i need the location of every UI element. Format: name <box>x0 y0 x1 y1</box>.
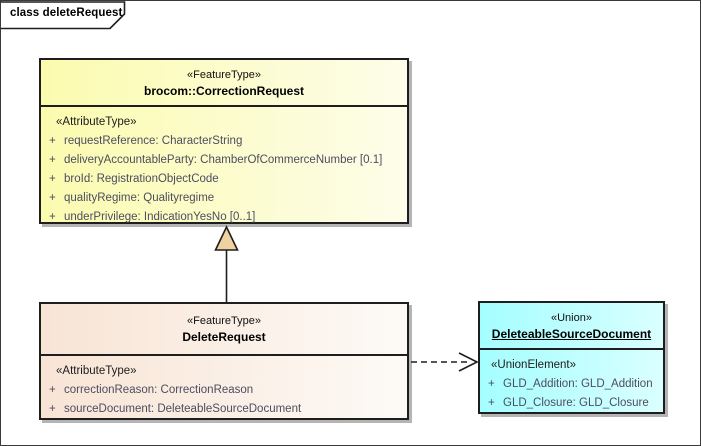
attribute-visibility: + <box>49 384 56 396</box>
class-stereotype: «FeatureType» <box>187 69 261 81</box>
attribute-text: requestReference: CharacterString <box>64 135 243 147</box>
class-name: brocom::CorrectionRequest <box>143 84 304 98</box>
attribute-row[interactable]: + requestReference: CharacterString <box>41 132 407 151</box>
attribute-visibility: + <box>49 211 56 223</box>
frame-tab-label: class deleteRequest <box>10 7 123 19</box>
class-header: «FeatureType» brocom::CorrectionRequest <box>41 60 407 107</box>
attribute-text: GLD_Addition: GLD_Addition <box>503 378 653 390</box>
attribute-visibility: + <box>488 397 495 409</box>
attribute-text: underPrivilege: IndicationYesNo [0..1] <box>64 211 256 223</box>
class-box-deleteable-source-document[interactable]: «Union» DeleteableSourceDocument «UnionE… <box>478 301 665 414</box>
attribute-text: GLD_Closure: GLD_Closure <box>503 397 649 409</box>
class-header: «Union» DeleteableSourceDocument <box>480 303 663 350</box>
attribute-row[interactable]: + qualityRegime: Qualityregime <box>41 189 407 208</box>
attribute-row[interactable]: + GLD_Addition: GLD_Addition <box>480 375 663 394</box>
class-box-delete-request[interactable]: «FeatureType» DeleteRequest «AttributeTy… <box>39 302 409 420</box>
attribute-text: broId: RegistrationObjectCode <box>64 173 219 185</box>
attribute-visibility: + <box>49 154 56 166</box>
frame-tab-shape <box>1 1 126 30</box>
attribute-row[interactable]: + GLD_Closure: GLD_Closure <box>480 394 663 413</box>
attribute-row[interactable]: + broId: RegistrationObjectCode <box>41 170 407 189</box>
class-stereotype: «FeatureType» <box>187 315 261 327</box>
attribute-visibility: + <box>49 173 56 185</box>
attribute-visibility: + <box>488 378 495 390</box>
attributes-stereotype: «AttributeType» <box>56 365 137 377</box>
dependency-arrow[interactable] <box>409 346 479 378</box>
attribute-row[interactable]: + correctionReason: CorrectionReason <box>41 381 407 400</box>
attribute-text: deliveryAccountableParty: ChamberOfComme… <box>64 154 383 166</box>
attribute-text: sourceDocument: DeleteableSourceDocument <box>64 403 302 415</box>
attribute-visibility: + <box>49 403 56 415</box>
attribute-text: qualityRegime: Qualityregime <box>64 192 215 204</box>
class-name: DeleteableSourceDocument <box>491 327 652 341</box>
class-name: DeleteRequest <box>182 330 266 344</box>
attributes-compartment: «AttributeType» + requestReference: Char… <box>41 107 407 227</box>
attributes-compartment: «UnionElement» + GLD_Addition: GLD_Addit… <box>480 350 663 413</box>
attribute-visibility: + <box>49 192 56 204</box>
attribute-visibility: + <box>49 135 56 147</box>
attribute-row[interactable]: + sourceDocument: DeleteableSourceDocume… <box>41 400 407 419</box>
diagram-frame-tab[interactable]: class deleteRequest <box>1 1 141 33</box>
attribute-row[interactable]: + underPrivilege: IndicationYesNo [0..1] <box>41 208 407 227</box>
generalization-arrow[interactable] <box>206 224 251 304</box>
class-header: «FeatureType» DeleteRequest <box>41 304 407 356</box>
class-stereotype: «Union» <box>551 312 592 324</box>
class-box-correction-request[interactable]: «FeatureType» brocom::CorrectionRequest … <box>39 58 409 224</box>
attributes-stereotype: «AttributeType» <box>56 116 137 128</box>
attributes-compartment: «AttributeType» + correctionReason: Corr… <box>41 356 407 419</box>
attributes-stereotype: «UnionElement» <box>491 359 577 371</box>
attribute-row[interactable]: + deliveryAccountableParty: ChamberOfCom… <box>41 151 407 170</box>
attribute-text: correctionReason: CorrectionReason <box>64 384 254 396</box>
